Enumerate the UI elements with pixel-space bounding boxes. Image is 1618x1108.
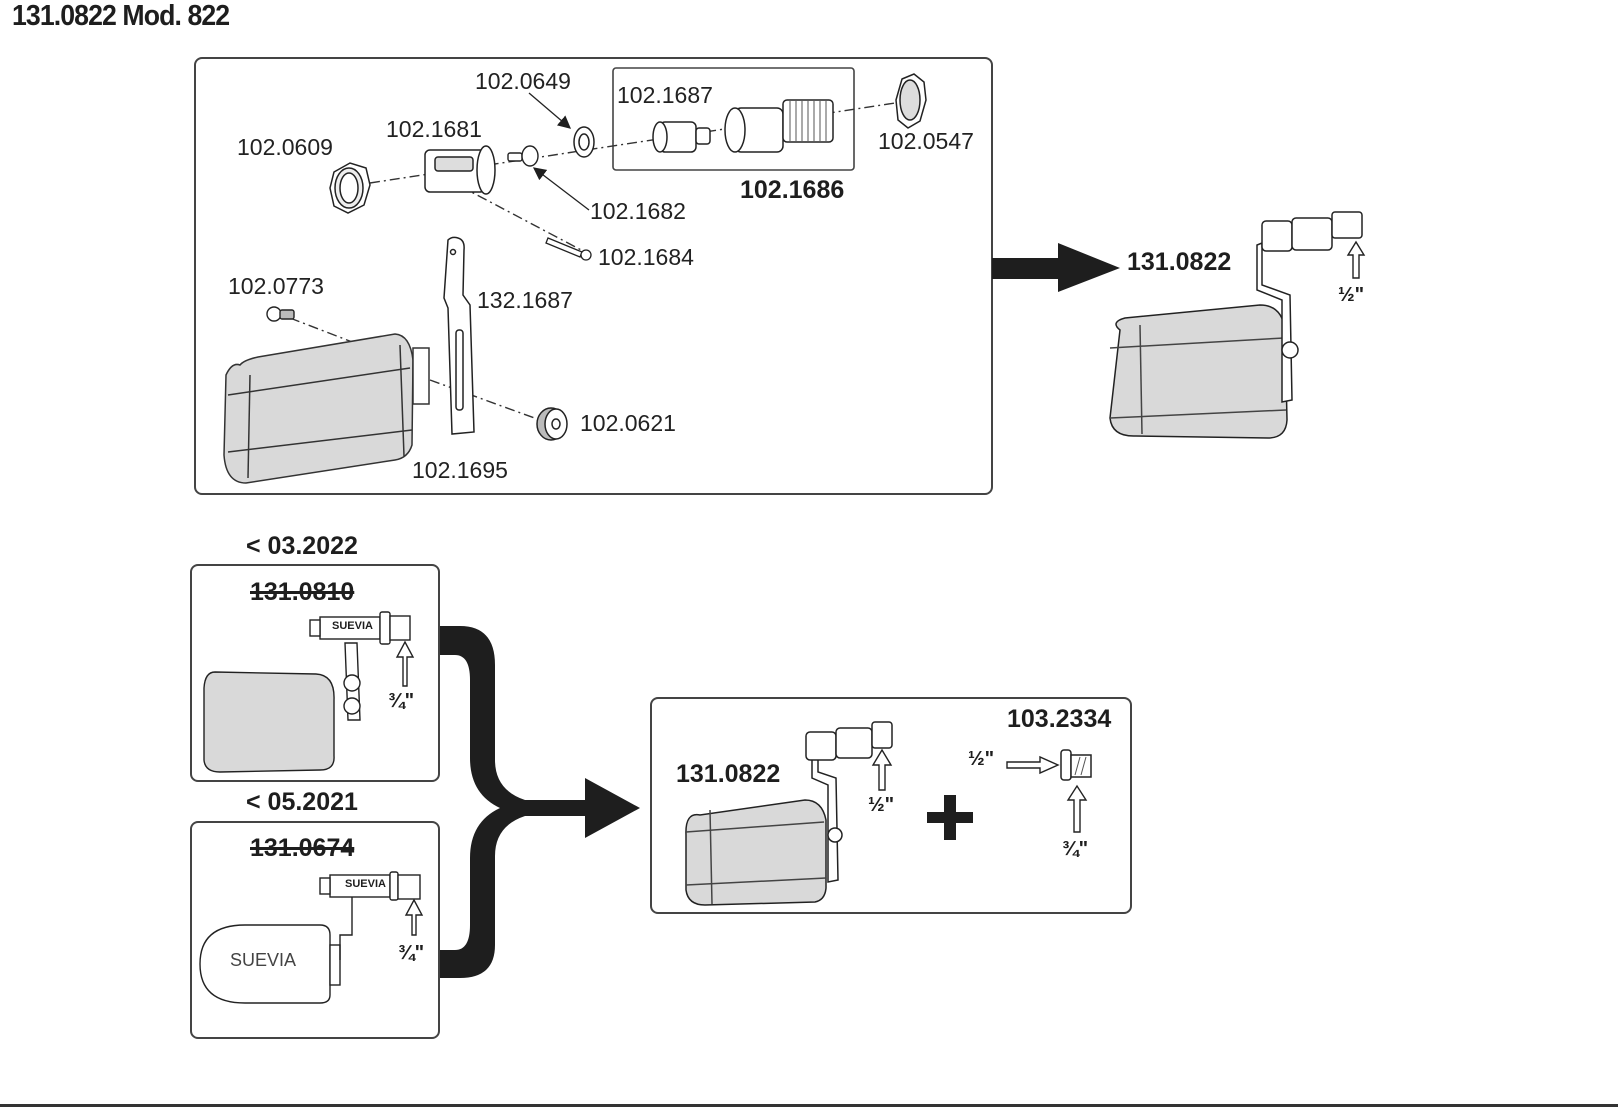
replacement-thread-arrow-icon xyxy=(871,748,893,791)
adapter-out-size: ¾" xyxy=(1062,838,1089,860)
legacy-2-thread-arrow-icon xyxy=(404,898,424,936)
legacy-brand-2-valve: SUEVIA xyxy=(345,878,386,890)
float-icon xyxy=(223,333,430,484)
pin-icon xyxy=(545,237,592,261)
knob-icon xyxy=(536,407,568,441)
part-label-102-0547: 102.0547 xyxy=(878,128,974,154)
screw-icon xyxy=(266,306,295,322)
legacy-frame-1 xyxy=(190,564,440,782)
assembled-label: 131.0822 xyxy=(1127,248,1232,276)
part-label-102-1681: 102.1681 xyxy=(386,116,482,142)
adapter-in-arrow-icon xyxy=(1006,755,1060,775)
adapter-icon xyxy=(1060,749,1092,781)
bottom-rule xyxy=(0,1104,1618,1107)
adapter-label: 103.2334 xyxy=(1007,705,1112,733)
legacy-frame-2 xyxy=(190,821,440,1039)
legacy-part-1: 131.0810 xyxy=(250,578,355,606)
valve-body-icon xyxy=(424,145,496,195)
part-label-132-1687: 132.1687 xyxy=(477,287,573,313)
part-label-102-0609: 102.0609 xyxy=(237,134,333,160)
page-title: 131.0822 Mod. 822 xyxy=(12,0,230,32)
legacy-1-thread-arrow-icon xyxy=(395,640,415,687)
subassembly-frame xyxy=(612,67,855,171)
replacement-valve-icon xyxy=(685,721,893,906)
legacy-valve-2-icon xyxy=(199,871,421,1004)
connector-icon xyxy=(724,99,834,153)
subassembly-label-102-1686: 102.1686 xyxy=(740,176,845,204)
part-label-102-0773: 102.0773 xyxy=(228,273,324,299)
hex-nut-icon xyxy=(329,162,371,214)
arrow-right-icon xyxy=(992,243,1120,292)
part-label-102-0649: 102.0649 xyxy=(475,68,571,94)
adapter-out-arrow-icon xyxy=(1066,784,1088,833)
replacement-part-label: 131.0822 xyxy=(676,760,781,788)
replacement-frame xyxy=(650,697,1132,914)
legacy-part-2: 131.0674 xyxy=(250,834,355,862)
assembled-thread-size: ½" xyxy=(1338,284,1365,306)
replacement-thread-size: ½" xyxy=(868,794,895,816)
legacy-date-1: < 03.2022 xyxy=(246,532,358,560)
piston-icon xyxy=(507,145,539,167)
washer-icon xyxy=(573,126,595,158)
legacy-date-2: < 05.2021 xyxy=(246,788,358,816)
part-label-102-1687: 102.1687 xyxy=(617,82,713,108)
part-label-102-0621: 102.0621 xyxy=(580,410,676,436)
adapter-in-size: ½" xyxy=(968,748,995,770)
legacy-valve-1-icon xyxy=(203,611,411,773)
thread-arrow-icon xyxy=(1346,240,1366,279)
hex-nut-right-icon xyxy=(895,73,927,129)
assembled-float-valve-icon xyxy=(1109,211,1363,439)
part-label-102-1682: 102.1682 xyxy=(590,198,686,224)
legacy-thread-1: ¾" xyxy=(388,690,415,712)
part-label-102-1684: 102.1684 xyxy=(598,244,694,270)
legacy-brand-2-float: SUEVIA xyxy=(230,950,297,970)
nozzle-icon xyxy=(652,121,711,153)
arm-bracket-icon xyxy=(443,236,475,435)
part-label-102-1695: 102.1695 xyxy=(412,457,508,483)
legacy-thread-2: ¾" xyxy=(398,942,425,964)
plus-icon xyxy=(927,795,973,840)
legacy-brand-1: SUEVIA xyxy=(332,620,373,632)
merge-arrow-icon xyxy=(440,626,640,978)
